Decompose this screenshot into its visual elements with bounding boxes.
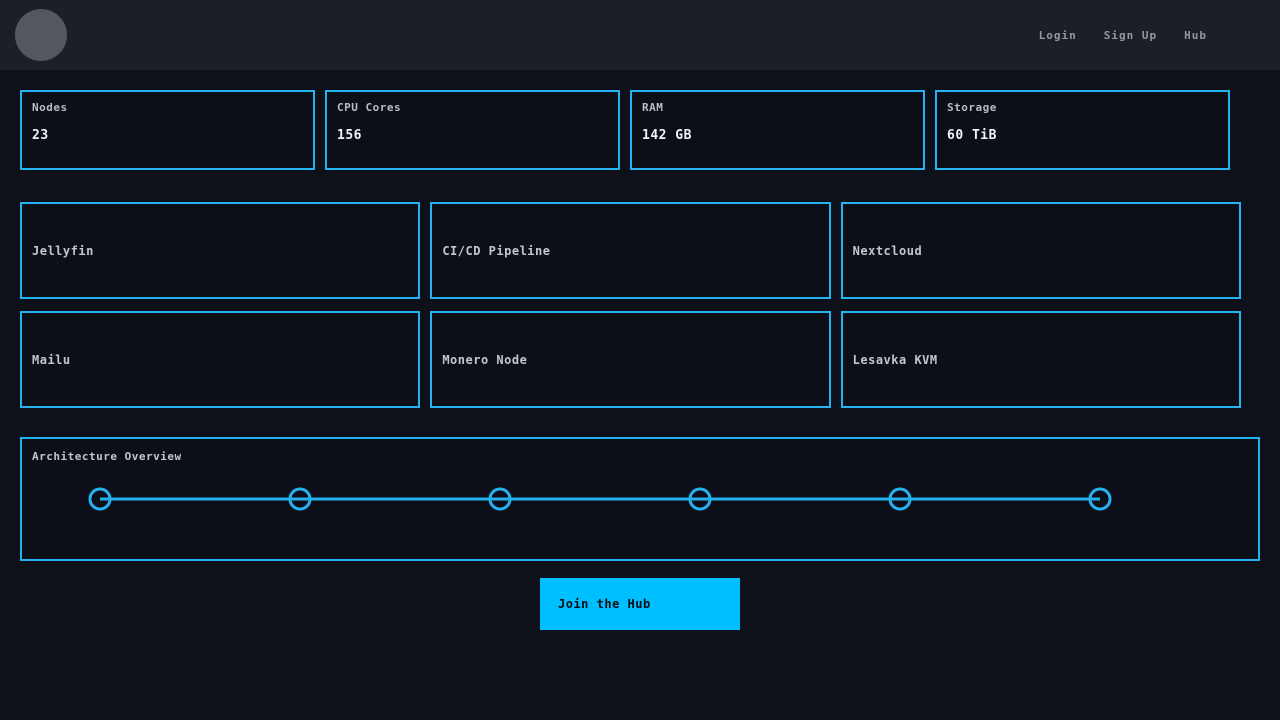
architecture-node-icon [488,487,512,511]
stats-row: Nodes 23 CPU Cores 156 RAM 142 GB Storag… [20,90,1260,170]
top-navbar: Login Sign Up Hub [0,0,1280,70]
stat-card-storage: Storage 60 TiB [935,90,1230,170]
service-card-mailu[interactable]: Mailu [20,311,421,408]
architecture-section: Architecture Overview [20,437,1260,561]
nav-links: Login Sign Up Hub [1039,29,1207,42]
stat-value: 142 GB [642,128,692,143]
architecture-title: Architecture Overview [32,450,182,463]
service-name: Jellyfin [32,243,94,258]
stat-label: CPU Cores [337,101,402,114]
stat-label: RAM [642,101,664,114]
service-name: Mailu [32,352,71,367]
architecture-node-icon [88,487,112,511]
stat-value: 23 [32,128,49,143]
stat-value: 156 [337,128,362,143]
nav-link-signup[interactable]: Sign Up [1103,28,1158,42]
stat-label: Nodes [32,101,68,114]
architecture-node-icon [1088,487,1112,511]
architecture-diagram [88,487,1112,511]
service-name: Monero Node [442,352,528,367]
architecture-node-icon [288,487,312,511]
service-name: Lesavka KVM [852,352,938,367]
join-hub-button[interactable]: Join the Hub [540,578,740,630]
architecture-node-icon [688,487,712,511]
stat-label: Storage [947,101,997,114]
service-card-cicd-pipeline[interactable]: CI/CD Pipeline [430,202,831,299]
service-card-monero-node[interactable]: Monero Node [430,311,831,408]
stat-card-cpu-cores: CPU Cores 156 [325,90,620,170]
cta-row: Join the Hub [20,578,1260,630]
stat-value: 60 TiB [947,128,997,143]
nav-link-login[interactable]: Login [1038,28,1077,42]
stat-card-ram: RAM 142 GB [630,90,925,170]
architecture-node-icon [888,487,912,511]
service-name: Nextcloud [852,243,923,258]
service-name: CI/CD Pipeline [442,243,551,258]
services-grid: Jellyfin CI/CD Pipeline Nextcloud Mailu … [20,202,1241,408]
main-content: Nodes 23 CPU Cores 156 RAM 142 GB Storag… [0,70,1280,650]
avatar[interactable] [15,9,67,61]
service-card-nextcloud[interactable]: Nextcloud [840,202,1241,299]
stat-card-nodes: Nodes 23 [20,90,315,170]
nav-link-hub[interactable]: Hub [1184,28,1207,42]
service-card-jellyfin[interactable]: Jellyfin [20,202,421,299]
service-card-lesavka-kvm[interactable]: Lesavka KVM [840,311,1241,408]
